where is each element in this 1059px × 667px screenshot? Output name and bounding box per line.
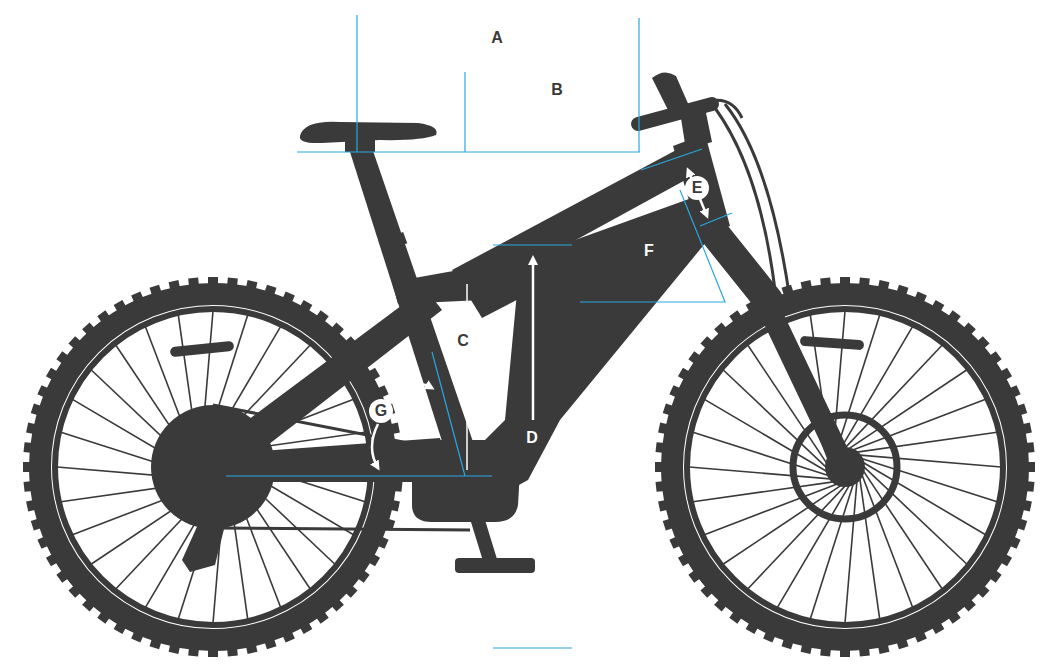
callout-letter: G xyxy=(375,403,387,419)
dimension-letter: F xyxy=(644,243,654,259)
callout-letter: C xyxy=(457,333,469,349)
measure-arrows xyxy=(372,170,707,470)
wheel xyxy=(655,277,1035,657)
callout-circle: G xyxy=(369,399,393,423)
dimension-letter: B xyxy=(551,82,563,98)
frame xyxy=(170,72,865,573)
callout-circle: C xyxy=(451,329,475,353)
dimension-lines xyxy=(226,15,732,648)
dimension-letter: D xyxy=(526,430,538,446)
dimension-letter: A xyxy=(491,30,503,46)
callout-circle: E xyxy=(685,176,709,200)
callout-letter: E xyxy=(692,180,703,196)
